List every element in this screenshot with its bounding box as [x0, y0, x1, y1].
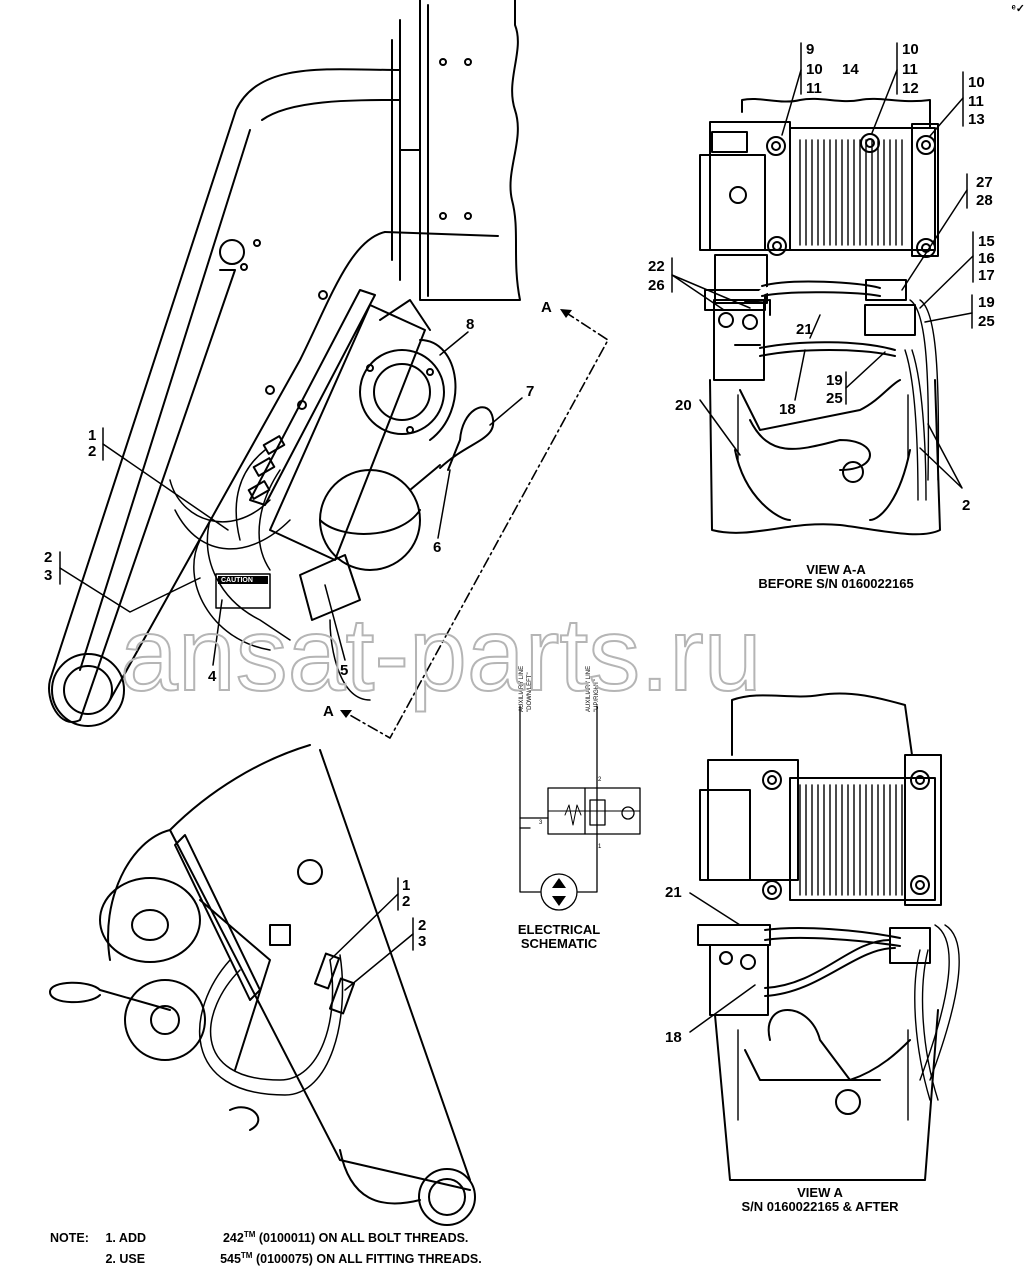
note-1-suffix: (0100011) ON ALL BOLT THREADS.	[258, 1231, 469, 1246]
note-2-value: 545	[220, 1252, 241, 1267]
lower-leaders	[329, 877, 414, 991]
corner-mark: ᵉ✓	[1011, 3, 1025, 15]
note-line-1: NOTE: 1. ADD 242TM (0100011) ON ALL BOLT…	[50, 1226, 482, 1247]
schematic-pin-1: 1	[598, 844, 602, 850]
schematic-pin-2: 2	[598, 777, 602, 783]
view-aa-drawing	[699, 97, 941, 536]
callout-21: 21	[665, 884, 682, 901]
schematic-wire-right-label-1: AUXILIARY LINE	[586, 666, 592, 712]
view-aa-leaders	[671, 42, 974, 489]
callout-1: 1	[88, 427, 96, 444]
note-label: NOTE:	[50, 1231, 89, 1246]
lower-assembly	[49, 744, 476, 1226]
schematic-title-2: SCHEMATIC	[521, 936, 598, 951]
callout-2: 2	[962, 497, 970, 514]
callout-18: 18	[779, 401, 796, 418]
callout-20: 20	[675, 397, 692, 414]
callout-2: 2	[402, 893, 410, 910]
main-boom-assembly	[48, 0, 521, 727]
callout-27: 27	[976, 174, 993, 191]
note-2-tm: TM	[240, 1251, 253, 1261]
callout-11: 11	[806, 80, 822, 97]
note-1-prefix: 1. ADD	[105, 1231, 146, 1246]
callout-11: 11	[902, 61, 918, 78]
schematic-title-1: ELECTRICAL	[518, 922, 600, 937]
view-aa-title: VIEW A-A	[806, 562, 866, 577]
callout-10: 10	[806, 61, 823, 78]
note-2-suffix: (0100075) ON ALL FITTING THREADS.	[255, 1252, 482, 1267]
view-aa-subtitle: BEFORE S/N 0160022165	[758, 576, 913, 591]
callout-2: 2	[44, 549, 52, 566]
callout-16: 16	[978, 250, 995, 267]
callout-22: 22	[648, 258, 665, 275]
callout-13: 13	[968, 111, 985, 128]
callout-19: 19	[826, 372, 843, 389]
callout-11: 11	[968, 93, 984, 110]
callout-8: 8	[466, 316, 474, 333]
callout-1: 1	[402, 877, 410, 894]
view-a-drawing	[697, 692, 960, 1181]
callout-26: 26	[648, 277, 665, 294]
callout-25: 25	[978, 313, 995, 330]
section-marker-bottom: A	[323, 703, 334, 720]
main-leader-lines	[59, 331, 523, 666]
schematic-wire-left-label-1: AUXILIARY LINE	[519, 666, 525, 712]
view-a-leaders	[689, 892, 756, 1033]
callout-18: 18	[665, 1029, 682, 1046]
schematic-pin-3: 3	[539, 820, 543, 826]
caution-decal	[215, 573, 271, 609]
schematic-motor-arrows	[552, 878, 566, 906]
note-2-prefix: 2. USE	[105, 1252, 146, 1267]
callout-2: 2	[418, 917, 426, 934]
callout-19: 19	[978, 294, 995, 311]
callout-3: 3	[418, 933, 426, 950]
view-a-title: VIEW A	[797, 1185, 843, 1200]
schematic-wire-left-label-2: "DOWN/LEFT"	[527, 672, 533, 712]
callout-17: 17	[978, 267, 995, 284]
view-a-subtitle: S/N 0160022165 & AFTER	[741, 1199, 899, 1214]
callout-6: 6	[433, 539, 441, 556]
callout-14: 14	[842, 61, 859, 78]
note-1-value: 242	[222, 1231, 244, 1246]
callout-3: 3	[44, 567, 52, 584]
callout-15: 15	[978, 233, 995, 250]
watermark: ansat-parts.ru	[120, 597, 762, 713]
callout-12: 12	[902, 80, 919, 97]
caution-decal-title: CAUTION	[221, 577, 253, 584]
callout-21: 21	[796, 321, 813, 338]
section-marker-top: A	[541, 299, 552, 316]
callout-25: 25	[826, 390, 843, 407]
section-line-a-a	[347, 311, 609, 739]
notes-block: NOTE: 1. ADD 242TM (0100011) ON ALL BOLT…	[50, 1226, 482, 1268]
note-1-tm: TM	[243, 1230, 256, 1239]
callout-10: 10	[968, 74, 985, 91]
schematic-wire-right-label-2: "UP/RIGHT"	[594, 679, 600, 712]
callout-2: 2	[88, 443, 96, 460]
callout-9: 9	[806, 41, 814, 58]
note-line-2: 2. USE 545TM (0100075) ON ALL FITTING TH…	[50, 1247, 482, 1268]
callout-5: 5	[340, 662, 348, 679]
callout-10: 10	[902, 41, 919, 58]
callout-4: 4	[208, 668, 217, 685]
section-arrows	[340, 309, 572, 718]
electrical-schematic	[519, 705, 641, 911]
callout-7: 7	[526, 383, 534, 400]
callout-28: 28	[976, 192, 993, 209]
